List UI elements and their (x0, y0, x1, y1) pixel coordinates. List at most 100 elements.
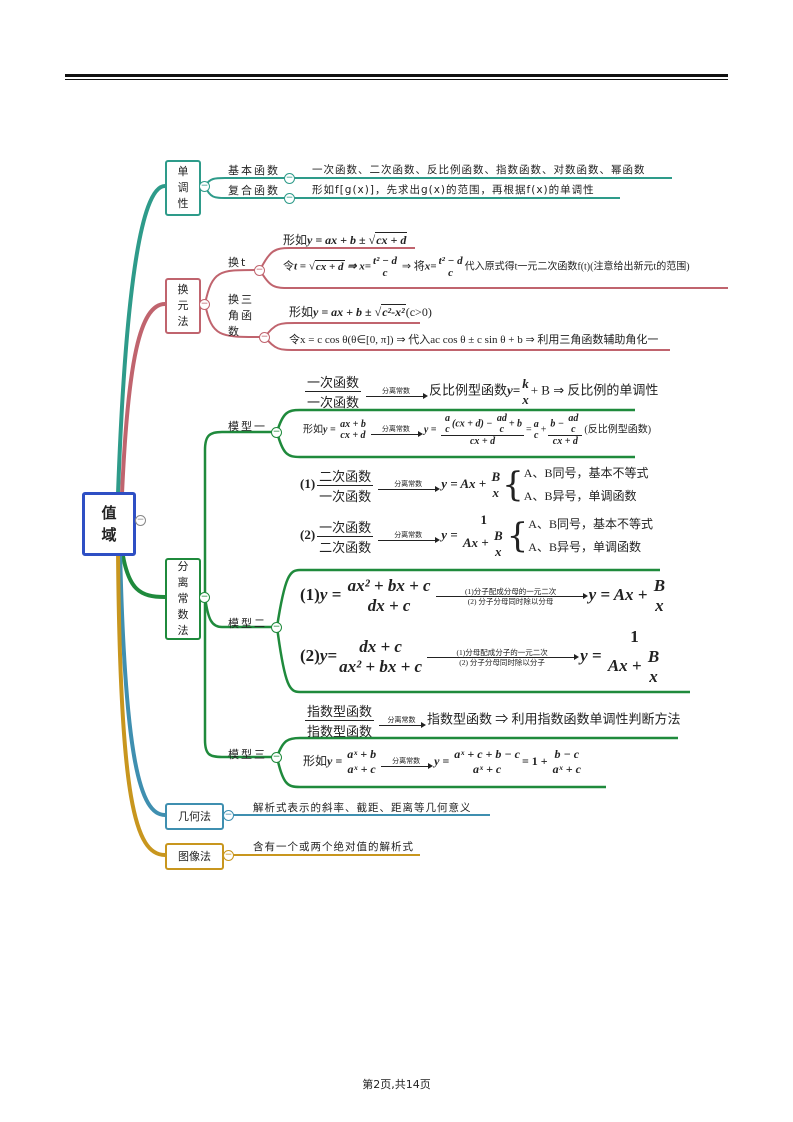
node-geometry[interactable]: 几何法 (165, 803, 224, 830)
math: y = (323, 424, 339, 436)
fraction: 一次函数二次函数 (317, 517, 374, 556)
arrow-line (427, 653, 580, 660)
math: x (655, 596, 664, 615)
collapse-icon[interactable]: − (284, 173, 295, 184)
collapse-icon[interactable]: − (223, 850, 234, 861)
collapse-icon[interactable]: − (254, 265, 265, 276)
math: y = ax + b ± (307, 233, 369, 247)
collapse-icon[interactable]: − (271, 427, 282, 438)
math: aˣ + b (347, 747, 377, 761)
math: dx + c (359, 637, 402, 656)
text: 形如 (303, 753, 328, 768)
text: = 1 + (521, 753, 551, 768)
arrow-line (370, 431, 423, 437)
arrow-label: (1)分母配成分子的一元二次 (456, 647, 548, 657)
branch-substitution (120, 302, 166, 495)
math: y= (319, 645, 338, 665)
collapse-icon[interactable]: − (271, 752, 282, 763)
model2-label: 模型二 (228, 617, 267, 630)
page-footer: 第2页,共14页 (362, 1078, 431, 1091)
arrow-line (366, 392, 429, 399)
math: t² − d (438, 255, 463, 267)
math: a (533, 419, 539, 430)
collapse-icon[interactable]: − (199, 592, 210, 603)
collapse-icon[interactable]: − (223, 810, 234, 821)
graph-text: 含有一个或两个绝对值的解析式 (253, 841, 414, 853)
node-monotonic[interactable]: 单 调 性 (165, 160, 201, 216)
collapse-icon[interactable]: − (271, 622, 282, 633)
collapse-icon[interactable]: − (259, 332, 270, 343)
collapse-icon[interactable]: − (199, 181, 210, 192)
basic-functions-text: 一次函数、二次函数、反比例函数、指数函数、对数函数、幂函数 (312, 164, 646, 176)
text: + (540, 424, 547, 436)
model3-summary: 指数型函数指数型函数分离常数指数型函数 ⇒ 利用指数函数单调性判断方法 (303, 701, 681, 740)
node-separation[interactable]: 分 离 常 数 法 (165, 558, 201, 640)
math: t = (294, 260, 309, 273)
branch-monotonic (116, 184, 166, 495)
sub-trig-step: 令x = c cos θ(θ∈[0, π]) ⇒ 代入ac cos θ ± c … (289, 334, 659, 346)
math: k (522, 375, 529, 391)
math: x (495, 544, 502, 559)
node-graph[interactable]: 图像法 (165, 843, 224, 870)
math: ad (496, 413, 507, 424)
node-label: 图像法 (178, 849, 211, 863)
sub-t-form: 形如y = ax + b ± √cx + d (283, 232, 408, 247)
math: c (533, 430, 539, 441)
node-label: 数 (177, 608, 189, 621)
fraction: 二次函数一次函数 (317, 466, 374, 505)
text: (c>0) (405, 305, 432, 319)
collapse-icon[interactable]: − (135, 515, 146, 526)
math: aˣ + c + b − c (454, 747, 520, 761)
math: cx + d (552, 436, 578, 447)
node-substitution[interactable]: 换 元 法 (165, 278, 201, 334)
node-label: 换 (177, 283, 189, 296)
node-label: 分 (177, 560, 189, 573)
node-label: 调 (177, 181, 189, 194)
text: 二次函数 (317, 466, 374, 486)
arrow: 分离常数 (370, 425, 423, 437)
node-label: 单 (177, 165, 189, 178)
math: y = (434, 753, 453, 768)
text: ⇒ 将 (399, 260, 425, 273)
text: (1) (300, 475, 316, 491)
arrow-label: 分离常数 (387, 715, 416, 724)
math: cx + d (314, 259, 345, 273)
fraction: 指数型函数指数型函数 (305, 701, 375, 740)
math: aˣ + c (552, 762, 581, 776)
math: t² − d (373, 255, 398, 267)
text: = (526, 424, 532, 436)
text: 令 (283, 260, 294, 273)
root-label: 域 (101, 526, 117, 544)
node-label: 法 (177, 624, 189, 637)
math: ax + b (340, 419, 366, 430)
text: 一次函数 (305, 372, 362, 392)
arrow-line (378, 486, 441, 492)
math: Ax + (462, 534, 492, 550)
branch-separation (120, 549, 166, 599)
text: 角函 (228, 309, 254, 322)
text: + B ⇒ 反比例的单调性 (530, 382, 659, 398)
arrow: 分离常数 (379, 715, 427, 728)
math: c (571, 424, 576, 435)
brace: { (506, 516, 529, 556)
math: y = (441, 526, 461, 542)
collapse-icon[interactable]: − (284, 193, 295, 204)
geometry-text: 解析式表示的斜率、截距、距离等几何意义 (253, 802, 472, 814)
text: 形如 (303, 424, 323, 436)
text: 代入原式得t一元二次函数f(t)(注意给出新元t的范围) (464, 261, 690, 273)
model3-label: 模型三 (228, 748, 267, 761)
branch-graph (116, 549, 166, 857)
math: dx + c (367, 596, 411, 615)
collapse-icon[interactable]: − (199, 299, 210, 310)
arrow-line (379, 721, 427, 728)
math: y = ax + b ± (313, 305, 375, 319)
